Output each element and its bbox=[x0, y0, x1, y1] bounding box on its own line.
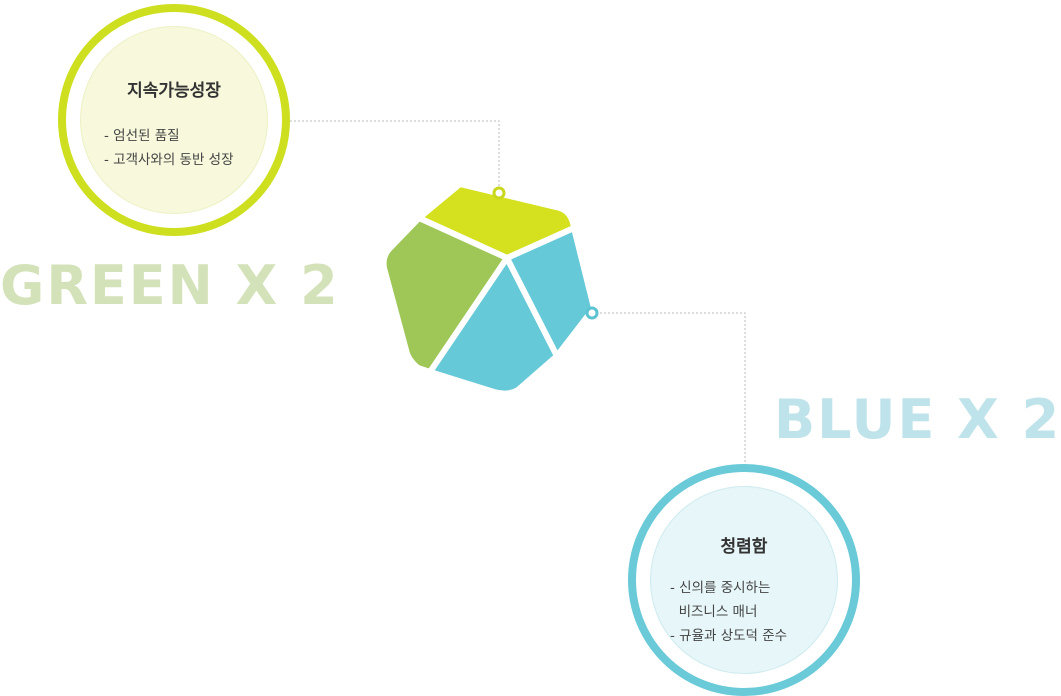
segment-green-left bbox=[380, 215, 510, 375]
blue-label: BLUE X 2 bbox=[774, 388, 1061, 451]
diagram-stage: 지속가능성장 - 엄선된 품질 - 고객사와의 동반 성장 GREEN X 2 … bbox=[0, 4, 1059, 696]
blue-circle-inner bbox=[650, 486, 838, 674]
blue-connector-dot bbox=[585, 306, 599, 320]
list-item: - 규율과 상도덕 준수 bbox=[670, 628, 788, 644]
list-item: 비즈니스 매너 bbox=[670, 604, 758, 620]
green-connector-line bbox=[290, 120, 500, 192]
green-circle-list: - 엄선된 품질 - 고객사와의 동반 성장 bbox=[104, 124, 234, 172]
segment-blue-bottom bbox=[427, 255, 560, 397]
connector-layer bbox=[290, 120, 746, 467]
list-item: - 고객사와의 동반 성장 bbox=[104, 152, 234, 168]
pentagon-shape bbox=[380, 181, 597, 397]
blue-value-circle: 청렴함 - 신의를 중시하는 비즈니스 매너 - 규율과 상도덕 준수 bbox=[628, 464, 860, 696]
blue-circle-list: - 신의를 중시하는 비즈니스 매너 - 규율과 상도덕 준수 bbox=[670, 576, 787, 648]
green-connector-dot bbox=[492, 186, 506, 200]
green-circle-title: 지속가능성장 bbox=[127, 81, 221, 101]
blue-connector-line bbox=[592, 312, 746, 467]
list-item: - 엄선된 품질 bbox=[104, 128, 180, 144]
list-item: - 신의를 중시하는 bbox=[670, 580, 771, 596]
green-label: GREEN X 2 bbox=[0, 254, 340, 317]
green-value-circle: 지속가능성장 - 엄선된 품질 - 고객사와의 동반 성장 bbox=[58, 4, 290, 236]
green-circle-inner bbox=[80, 26, 268, 214]
blue-circle-title: 청렴함 bbox=[720, 537, 768, 557]
